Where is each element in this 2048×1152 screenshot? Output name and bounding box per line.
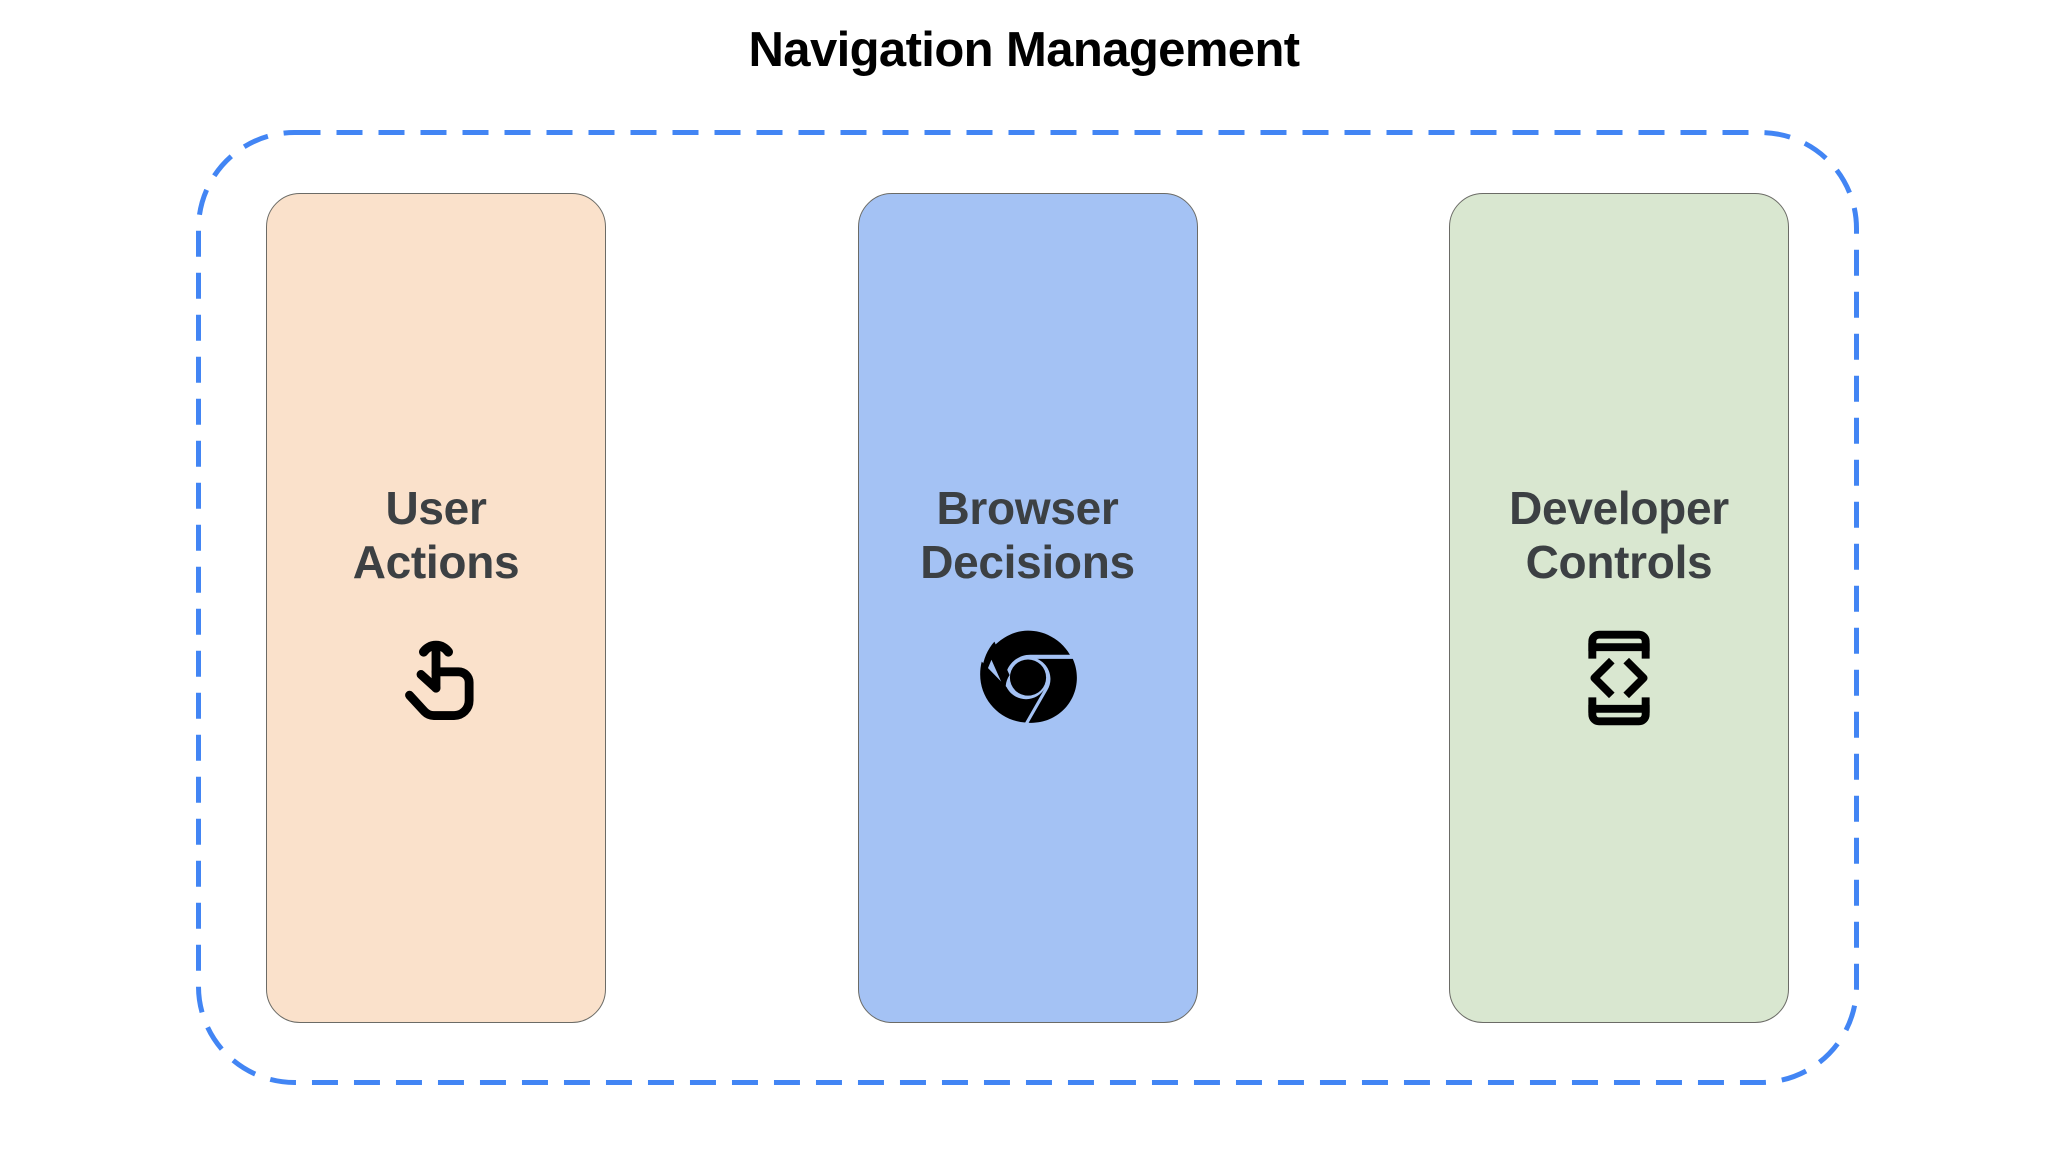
card-label-user-actions: User Actions xyxy=(352,482,520,588)
card-browser-decisions[interactable]: Browser Decisions xyxy=(857,192,1198,1023)
card-row: User Actions Browser Decisions xyxy=(196,130,1859,1085)
card-developer-controls[interactable]: Developer Controls xyxy=(1449,192,1789,1023)
page-title: Navigation Management xyxy=(748,23,1301,77)
card-user-actions[interactable]: User Actions xyxy=(266,192,606,1023)
developer-mode-icon xyxy=(1564,623,1674,733)
card-label-developer-controls: Developer Controls xyxy=(1509,482,1729,588)
chrome-logo-icon xyxy=(973,623,1083,733)
navigation-management-group xyxy=(196,130,1859,1085)
dashed-border-outline xyxy=(196,130,1859,1085)
card-label-browser-decisions: Browser Decisions xyxy=(920,482,1135,588)
dashed-border-rect xyxy=(196,130,1859,1085)
touch-app-icon xyxy=(381,623,491,733)
